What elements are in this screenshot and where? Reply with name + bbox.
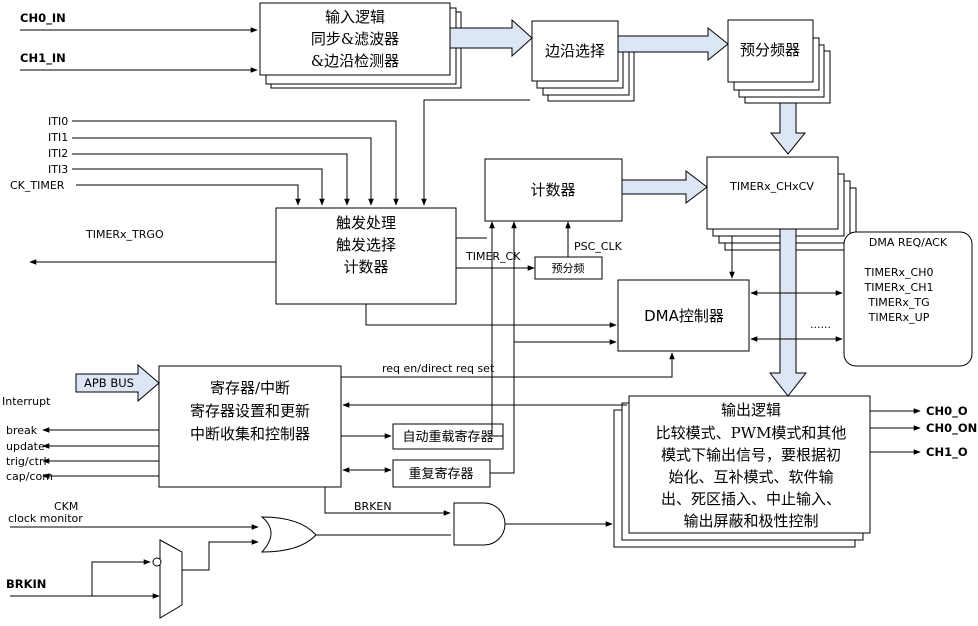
trig-ctrl-label: trig/ctrl — [6, 455, 47, 468]
apb-bus-label: APB BUS — [84, 376, 134, 390]
output-logic-line2: 比较模式、PWM模式和其他 — [656, 424, 847, 442]
trigger-line1: 触发处理 — [336, 214, 396, 232]
prescaler-block — [727, 19, 831, 104]
counter-block — [484, 158, 623, 222]
output-logic-line5: 出、死区插入、中止输入、 — [661, 490, 841, 508]
prescaler-to-chxcv-arrow — [769, 102, 807, 155]
counter-to-chxcv-arrow — [621, 169, 708, 205]
cap-com-label: cap/com — [6, 470, 53, 483]
timer-ck-label: TIMER_CK — [465, 250, 521, 263]
apb-bus-arrow — [75, 363, 160, 403]
register-line1: 寄存器/中断 — [210, 379, 290, 397]
req-en-label: req en/direct req set — [382, 362, 495, 375]
chxcv-label: TIMERx_CHxCV — [729, 180, 814, 193]
input-logic-line1: 输入逻辑 — [325, 8, 385, 26]
iti0-label: ITI0 — [48, 115, 68, 128]
dma-req-title: DMA REQ/ACK — [869, 236, 948, 249]
dma-req-item-ch1: TIMERx_CH1 — [863, 281, 933, 294]
or-gate-icon — [260, 516, 317, 553]
output-logic-block — [613, 395, 871, 548]
ch1-in-label: CH1_IN — [20, 51, 66, 66]
brkin-label: BRKIN — [6, 577, 46, 591]
repetition-register-block — [392, 459, 491, 488]
input-logic-block — [259, 2, 462, 89]
ch0-on-label: CH0_ON — [926, 421, 977, 436]
input-to-edge-arrow — [449, 18, 533, 58]
input-logic-line3: &边沿检测器 — [311, 52, 399, 70]
chxcv-to-output-arrow — [768, 228, 808, 397]
ck-timer-label: CK_TIMER — [10, 179, 65, 192]
inverter-bubble-icon — [152, 557, 162, 567]
repetition-label: 重复寄存器 — [408, 466, 473, 482]
and-gate-icon — [453, 502, 506, 546]
dma-controller-block — [617, 279, 750, 352]
dma-more-dots: ...... — [810, 318, 831, 331]
clock-monitor-label: clock monitor — [8, 512, 83, 525]
output-logic-line3: 模式下输出信号，要根据初 — [661, 446, 841, 464]
break-label: break — [6, 424, 38, 437]
dma-req-item-up: TIMERx_UP — [868, 311, 930, 324]
autoreload-label: 自动重载寄存器 — [402, 429, 493, 445]
trigger-line3: 计数器 — [343, 258, 388, 276]
register-interrupt-block — [158, 365, 342, 488]
bus-arrows — [75, 18, 808, 403]
trgo-label: TIMERx_TRGO — [85, 228, 164, 241]
brken-label: BRKEN — [354, 500, 392, 513]
input-logic-line2: 同步&滤波器 — [311, 30, 399, 48]
dma-req-item-ch0: TIMERx_CH0 — [863, 266, 933, 279]
mux-icon — [159, 539, 183, 619]
psc-clk-label: PSC_CLK — [574, 240, 623, 253]
interrupt-label: Interrupt — [2, 395, 51, 408]
register-line2: 寄存器设置和更新 — [190, 402, 310, 420]
trigger-block — [275, 207, 457, 305]
iti2-label: ITI2 — [48, 147, 68, 160]
dma-req-ack-box — [843, 231, 973, 367]
dma-controller-label: DMA控制器 — [644, 307, 724, 325]
ch1-o-label: CH1_O — [926, 445, 968, 460]
ch0-o-label: CH0_O — [926, 404, 968, 419]
output-logic-line6: 输出屏蔽和极性控制 — [683, 512, 818, 530]
edge-select-label: 边沿选择 — [545, 42, 605, 60]
iti1-label: ITI1 — [48, 131, 68, 144]
register-line3: 中断收集和控制器 — [190, 425, 310, 443]
output-logic-line4: 始化、互补模式、软件输 — [668, 468, 833, 486]
small-prescaler-label: 预分频 — [552, 261, 585, 275]
trigger-line2: 触发选择 — [336, 236, 396, 254]
prescaler-label: 预分频器 — [740, 41, 800, 59]
ckm-label: CKM — [54, 500, 78, 513]
dma-req-item-tg: TIMERx_TG — [867, 296, 929, 309]
edge-to-prescaler-arrow — [617, 26, 729, 62]
update-label: update — [6, 440, 45, 453]
iti3-label: ITI3 — [48, 163, 68, 176]
output-logic-title: 输出逻辑 — [721, 401, 781, 419]
edge-select-block — [531, 20, 635, 102]
ch0-in-label: CH0_IN — [20, 11, 66, 26]
counter-label: 计数器 — [530, 181, 575, 199]
